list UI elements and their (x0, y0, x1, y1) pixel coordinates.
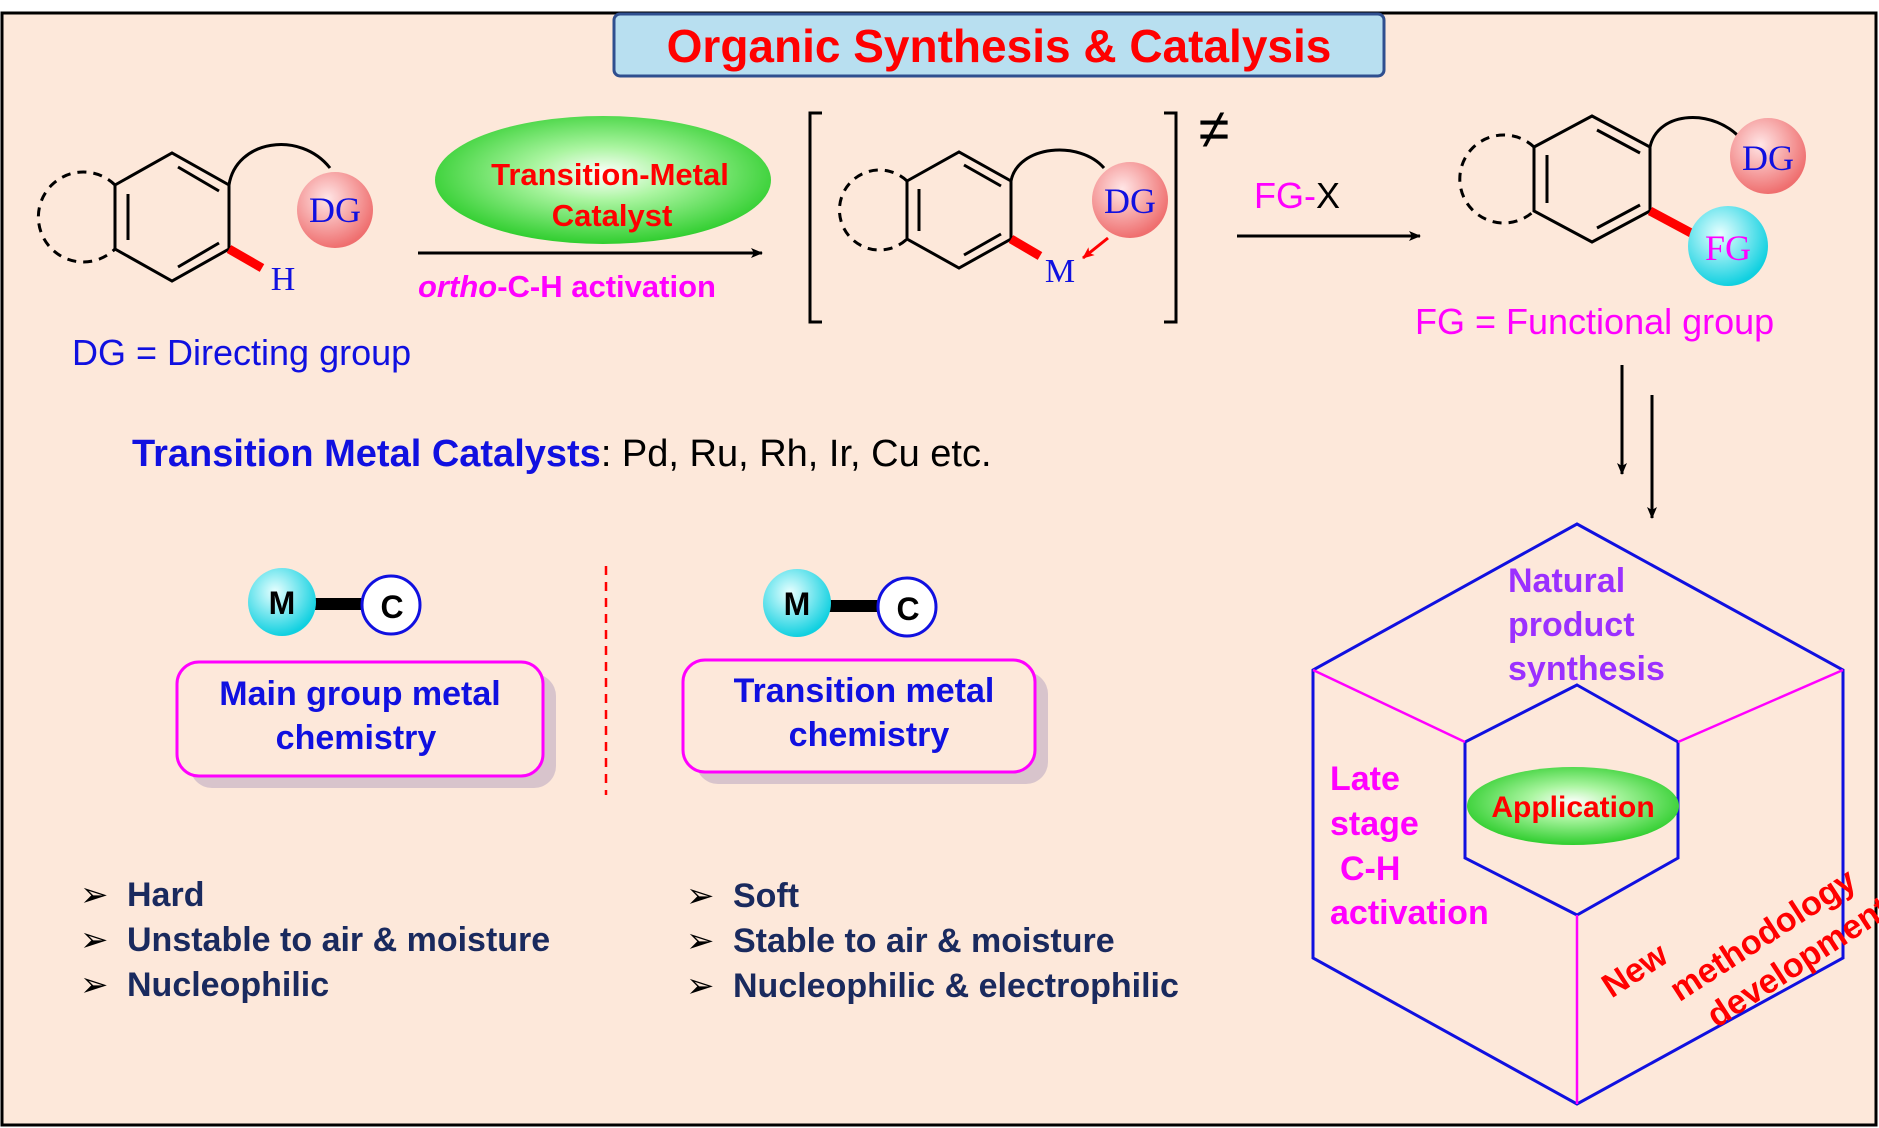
svg-text:M: M (784, 586, 811, 622)
functional-group-ball: FG (1688, 206, 1768, 286)
main-group-box: Main group metal chemistry (175, 660, 556, 788)
svg-text:➢: ➢ (80, 876, 109, 914)
fg-definition: FG = Functional group (1415, 301, 1774, 342)
property-item: Hard (127, 876, 204, 914)
property-item: Soft (733, 877, 799, 915)
svg-text:➢: ➢ (686, 922, 715, 960)
svg-text:Transition metal: Transition metal (734, 672, 995, 710)
svg-text:product: product (1508, 606, 1635, 644)
hydrogen-label: H (271, 261, 296, 298)
cfg-bond (1647, 207, 1696, 238)
svg-text:➢: ➢ (686, 877, 715, 915)
property-item: Stable to air & moisture (733, 922, 1115, 960)
property-item: Nucleophilic & electrophilic (733, 967, 1179, 1005)
main-group-mc-bond: M C (248, 568, 422, 636)
late-stage-label: Late stage C-H activation (1330, 760, 1489, 932)
product-directing-group-ball: DG (1730, 118, 1806, 194)
application-cube (1311, 522, 1845, 1106)
coordination-arrow (1082, 236, 1109, 260)
transition-properties: ➢ Soft ➢ Stable to air & moisture ➢ Nucl… (686, 877, 1179, 1005)
title-banner: Organic Synthesis & Catalysis (612, 12, 1386, 78)
main-group-properties: ➢ Hard ➢ Unstable to air & moisture ➢ Nu… (80, 876, 550, 1004)
svg-text:Application: Application (1491, 791, 1654, 824)
svg-text:➢: ➢ (686, 967, 715, 1005)
starting-arene (36, 143, 332, 283)
transition-mc-bond: M C (763, 569, 938, 638)
svg-text:Natural: Natural (1508, 562, 1625, 600)
metal-carbon-bond (1008, 235, 1043, 260)
svg-text:synthesis: synthesis (1508, 650, 1665, 688)
svg-text:chemistry: chemistry (276, 719, 437, 757)
transition-state-brackets (808, 111, 1178, 324)
svg-text:chemistry: chemistry (789, 716, 950, 754)
transition-box: Transition metal chemistry (681, 658, 1048, 784)
svg-text:DG: DG (1104, 181, 1156, 221)
ts-directing-group-ball: DG (1092, 162, 1168, 238)
property-item: Unstable to air & moisture (127, 921, 550, 959)
ch-bond (226, 245, 265, 272)
svg-text:➢: ➢ (80, 966, 109, 1004)
catalysts-line: Transition Metal Catalysts: Pd, Ru, Rh, … (132, 433, 992, 475)
svg-text:Late: Late (1330, 760, 1400, 798)
property-item: Nucleophilic (127, 966, 329, 1004)
metal-label: M (1045, 253, 1075, 290)
transition-state-symbol: ≠ (1199, 97, 1230, 160)
dg-definition: DG = Directing group (72, 332, 411, 373)
directing-group-ball: DG (297, 172, 373, 248)
svg-text:activation: activation (1330, 894, 1489, 932)
svg-text:C: C (896, 591, 919, 627)
activation-label: ortho-C-H activation (418, 269, 716, 304)
svg-text:C: C (380, 589, 403, 625)
svg-text:Main group metal: Main group metal (219, 675, 500, 713)
natural-product-label: Natural product synthesis (1508, 562, 1665, 688)
svg-text:FG: FG (1705, 228, 1751, 268)
svg-text:C-H: C-H (1340, 850, 1400, 888)
svg-text:DG: DG (1742, 138, 1794, 178)
svg-text:Catalyst: Catalyst (552, 198, 673, 233)
svg-text:Transition-Metal: Transition-Metal (491, 157, 729, 192)
svg-text:M: M (269, 585, 296, 621)
svg-text:➢: ➢ (80, 921, 109, 959)
reagent-label: FG-X (1254, 175, 1340, 216)
svg-text:stage: stage (1330, 805, 1419, 843)
page-title: Organic Synthesis & Catalysis (667, 20, 1332, 72)
svg-text:DG: DG (309, 190, 361, 230)
catalyst-ellipse: Transition-Metal Catalyst (435, 116, 771, 244)
application-ellipse: Application (1467, 767, 1679, 845)
